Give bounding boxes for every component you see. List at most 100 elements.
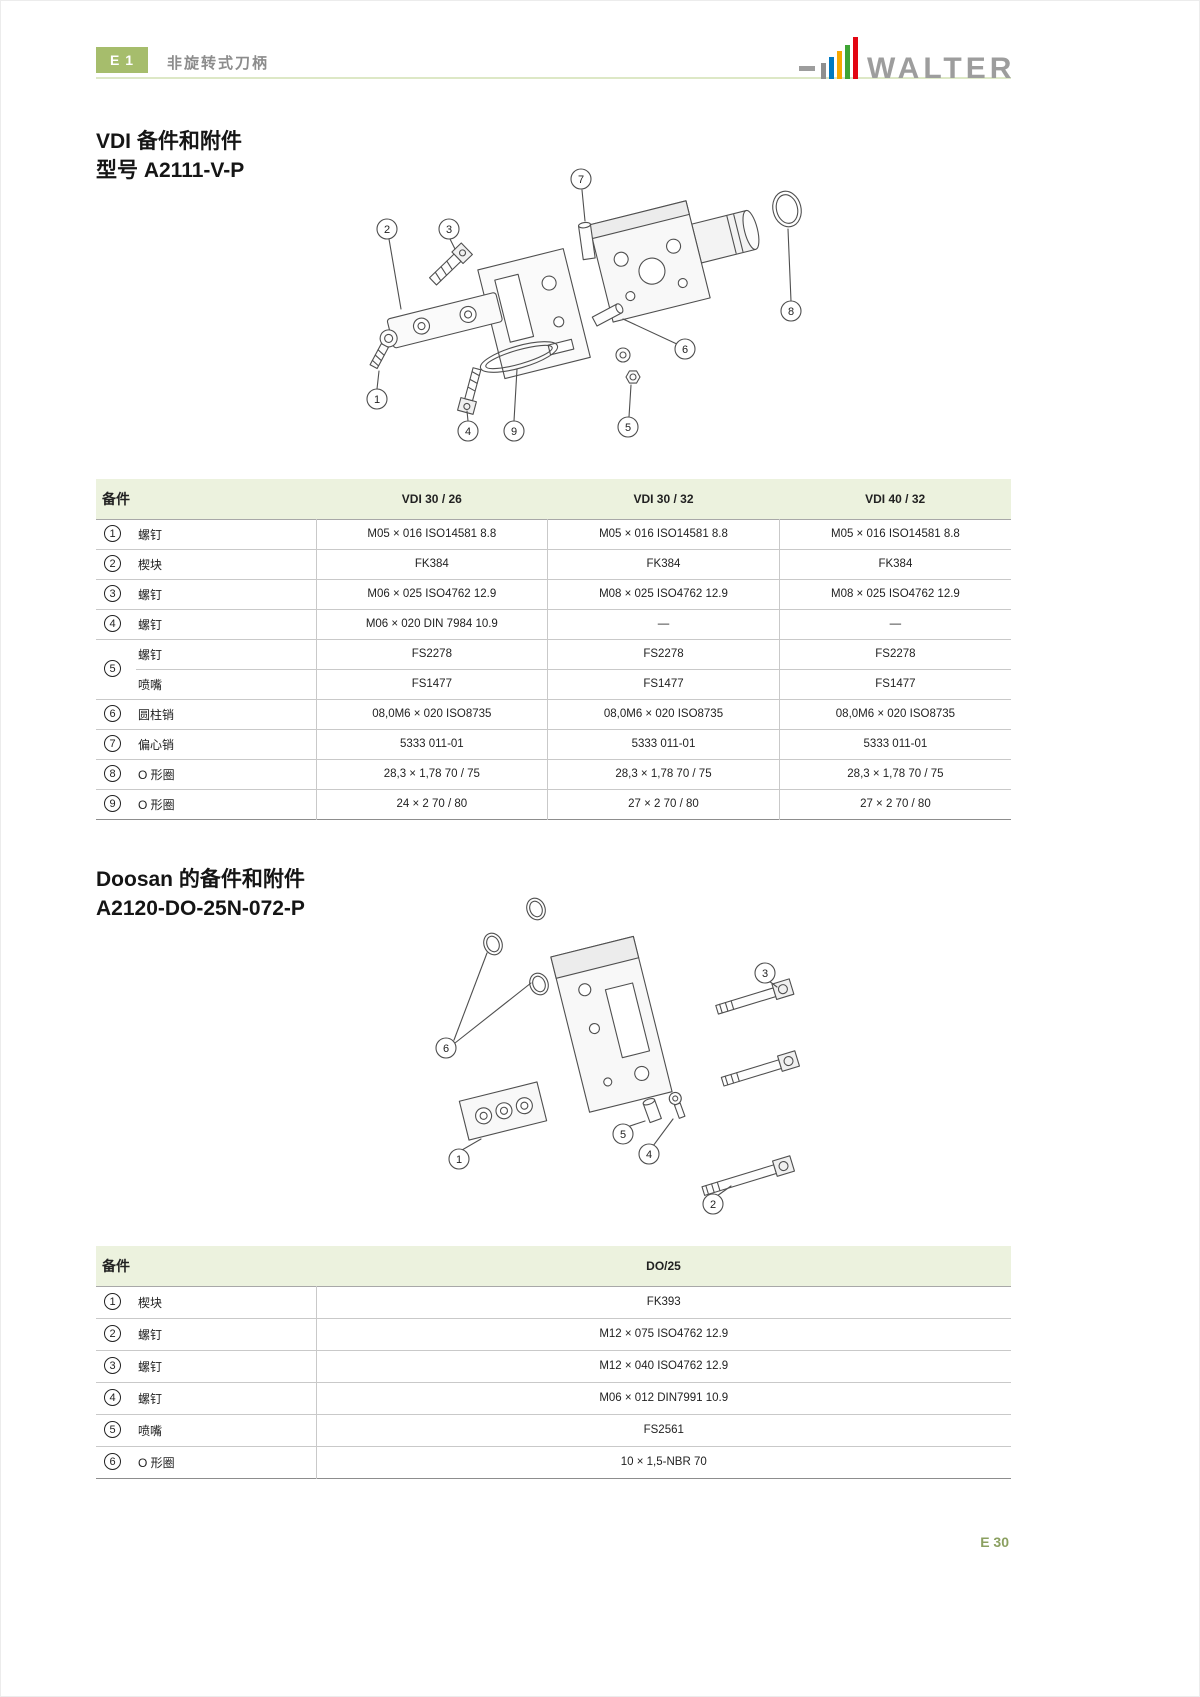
item-number-badge: 6 (104, 1453, 121, 1471)
cell-part-name: 喷嘴 (138, 1423, 163, 1438)
cell-part-name: 螺钉 (138, 1391, 163, 1406)
cell-spec-value: M12 × 040 ISO4762 12.9 (315, 1350, 1011, 1382)
part-main-block (550, 935, 673, 1113)
cell-part-name: 螺钉 (138, 1327, 163, 1342)
cell-item-number: 4 (96, 609, 136, 639)
cell-spec-value: 10 × 1,5-NBR 70 (315, 1446, 1011, 1478)
column-header: VDI 30 / 26 (401, 491, 462, 506)
cell-item-number: 7 (96, 729, 136, 759)
cell-spec-value: 27 × 2 70 / 80 (547, 789, 780, 819)
logo-bar-icon (853, 37, 858, 79)
part-nozzle-5 (642, 1097, 662, 1124)
callout-8: 8 (780, 228, 802, 322)
cell-spec-value: FS1477 (778, 669, 1011, 699)
callout-7: 7 (570, 168, 592, 222)
item-number-badge: 5 (104, 660, 121, 678)
part-pin-6 (591, 303, 624, 327)
callout-4: 4 (457, 410, 479, 442)
section2-title-line2: A2120-DO-25N-072-P (96, 897, 305, 920)
svg-text:3: 3 (446, 224, 452, 236)
svg-text:5: 5 (620, 1129, 626, 1141)
cell-spec-value: FS1477 (547, 669, 780, 699)
callout-3: 3 (438, 218, 460, 250)
cell-part-name: 楔块 (138, 557, 163, 572)
logo-bar-icon (845, 45, 850, 79)
header-divider (96, 77, 1011, 79)
cell-spec-value: 5333 011-01 (778, 729, 1011, 759)
cell-spec-value: 28,3 × 1,78 70 / 75 (547, 759, 780, 789)
cell-spec-value: 28,3 × 1,78 70 / 75 (778, 759, 1011, 789)
svg-text:5: 5 (625, 422, 631, 434)
cell-part-name: 圆柱销 (138, 707, 175, 722)
cell-spec-value: M08 × 025 ISO4762 12.9 (547, 579, 780, 609)
logo-wordmark: WALTER (867, 52, 1011, 85)
column-header: VDI 40 / 32 (865, 491, 926, 506)
callout-1: 1 (366, 370, 388, 410)
exploded-diagram-a2111: 1 2 3 4 (331, 159, 871, 464)
cell-item-number: 9 (96, 789, 136, 819)
cell-spec-value: M05 × 016 ISO14581 8.8 (315, 519, 548, 549)
cell-spec-value: FS2561 (315, 1414, 1011, 1446)
part-screw-4 (457, 367, 482, 415)
cell-part-name: 楔块 (138, 1295, 163, 1310)
part-orings-6 (483, 897, 549, 996)
item-number-badge: 3 (104, 1357, 121, 1375)
cell-item-number: 1 (96, 519, 136, 549)
cell-spec-value: FK384 (315, 549, 548, 579)
svg-text:4: 4 (646, 1149, 652, 1161)
cell-part-name: O 形圈 (138, 767, 175, 782)
item-number-badge: 5 (104, 1421, 121, 1439)
svg-text:9: 9 (511, 426, 517, 438)
part-wedge-block (458, 1081, 548, 1141)
item-number-badge: 4 (104, 1389, 121, 1407)
cell-item-number: 5 (96, 1414, 136, 1446)
cell-part-name: 偏心销 (138, 737, 175, 752)
cell-spec-value: M06 × 020 DIN 7984 10.9 (315, 609, 548, 639)
callout-1: 1 (448, 1138, 482, 1170)
cell-spec-value: 08,0M6 × 020 ISO8735 (778, 699, 1011, 729)
svg-text:7: 7 (578, 174, 584, 186)
callout-5: 5 (612, 1120, 646, 1145)
parts-header-label: 备件 (102, 1257, 130, 1274)
svg-text:4: 4 (465, 426, 471, 438)
cell-spec-value: M06 × 025 ISO4762 12.9 (315, 579, 548, 609)
callout-3: 3 (754, 962, 778, 988)
cell-part-name: 喷嘴 (138, 677, 163, 692)
column-header: DO/25 (646, 1258, 681, 1273)
cell-part-name: O 形圈 (138, 797, 175, 812)
cell-spec-value: 28,3 × 1,78 70 / 75 (315, 759, 548, 789)
table-header-row: 备件 VDI 30 / 26 VDI 30 / 32 VDI 40 / 32 (96, 479, 1011, 519)
callout-6: 6 (435, 952, 532, 1059)
cell-spec-value: M05 × 016 ISO14581 8.8 (778, 519, 1011, 549)
cell-spec-value: FS1477 (315, 669, 548, 699)
cell-part-name: 螺钉 (138, 647, 163, 662)
cell-item-number: 1 (96, 1286, 136, 1318)
column-header: VDI 30 / 32 (633, 491, 694, 506)
item-number-badge: 9 (104, 795, 121, 813)
cell-item-number: 6 (96, 699, 136, 729)
section2-title-line1: Doosan 的备件和附件 (96, 868, 305, 891)
cell-spec-value: 5333 011-01 (315, 729, 548, 759)
cell-item-number: 8 (96, 759, 136, 789)
cell-spec-value: FS2278 (315, 639, 548, 669)
cell-item-number: 4 (96, 1382, 136, 1414)
cell-spec-value: FS2278 (778, 639, 1011, 669)
cell-item-number: 5 (96, 639, 136, 699)
parts-header-label: 备件 (102, 490, 130, 507)
part-nozzle-set-5 (615, 347, 641, 384)
item-number-badge: 2 (104, 555, 121, 573)
part-screw-4 (668, 1091, 686, 1119)
svg-text:2: 2 (710, 1199, 716, 1211)
cell-spec-value: FS2278 (547, 639, 780, 669)
callout-6: 6 (622, 318, 696, 360)
callout-4: 4 (638, 1118, 674, 1165)
